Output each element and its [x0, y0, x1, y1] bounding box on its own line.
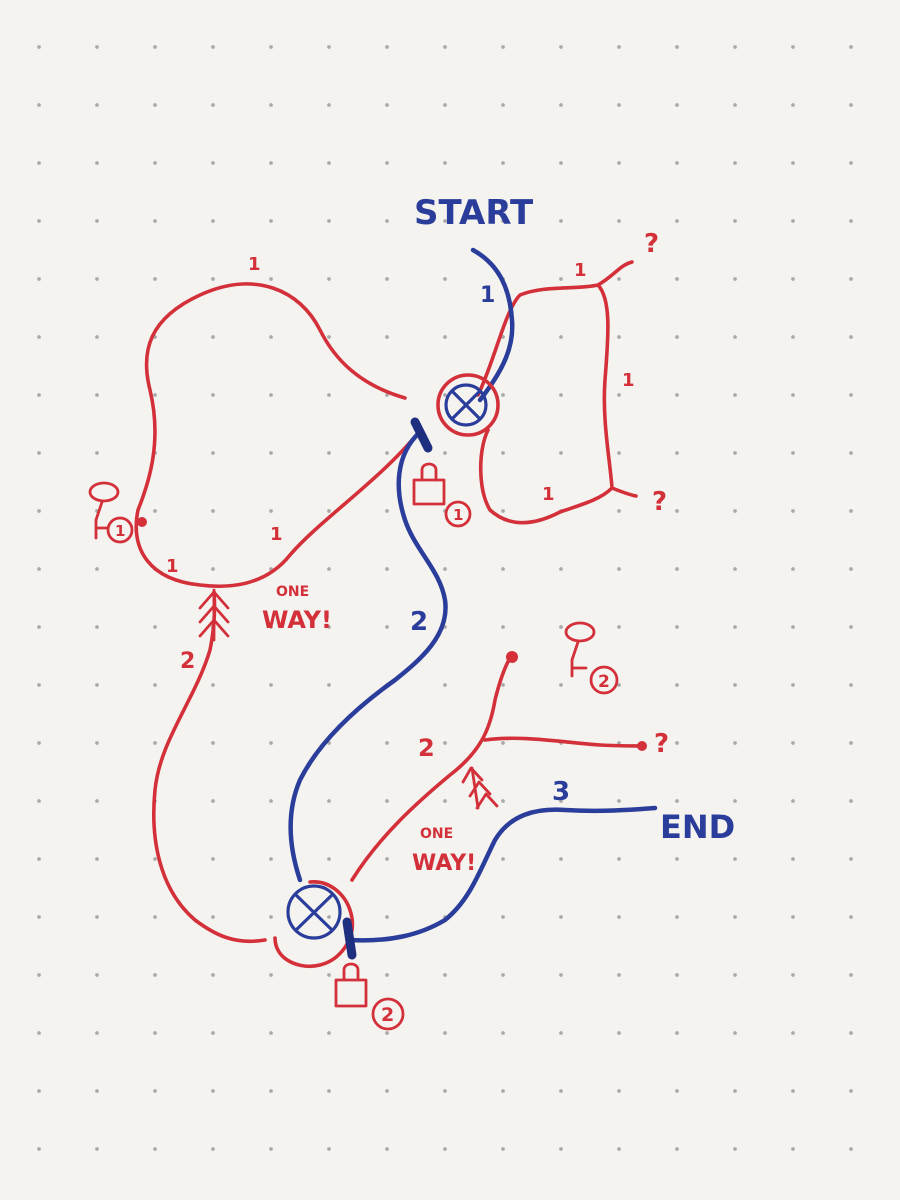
- key-right-number: 2: [598, 672, 610, 692]
- unknown-marker-mid: ?: [652, 487, 667, 517]
- one-way-arrow-left: [198, 588, 230, 642]
- start-label: START: [414, 193, 534, 233]
- unknown-marker-top: ?: [644, 229, 659, 259]
- blue-end-number: 3: [552, 777, 570, 807]
- one-way-arrow-right: [461, 766, 499, 810]
- lock-bottom-icon: [334, 962, 405, 1031]
- red-bottom-node-arc: [273, 880, 355, 968]
- red-left-lower-path: [151, 590, 267, 944]
- red-right-loop: [476, 260, 634, 397]
- unknown-marker-low: ?: [654, 729, 669, 759]
- lock-top-icon: [412, 462, 472, 528]
- blue-main-route-2: [288, 429, 448, 883]
- lock-bottom-number: 2: [381, 1004, 394, 1026]
- blue-main-route-3: [347, 805, 658, 943]
- one-way-right-line2: WAY!: [412, 851, 476, 876]
- blue-middle-number: 2: [410, 607, 428, 637]
- lock-top-number: 1: [453, 506, 463, 524]
- loop-bottom-number: 1: [166, 556, 179, 577]
- top-node: [436, 373, 500, 437]
- blue-start-number: 1: [480, 283, 495, 308]
- red-right-loop-exit: [610, 486, 638, 498]
- branch-number: 2: [418, 734, 435, 762]
- one-way-left-line1: ONE: [276, 584, 309, 600]
- red-left-loop: [134, 282, 420, 589]
- one-way-right-line1: ONE: [420, 826, 453, 842]
- top-gate: [410, 417, 433, 453]
- left-key-dot: [137, 517, 147, 527]
- right-bottom-number: 1: [542, 484, 555, 505]
- key-left-number: 1: [115, 522, 125, 540]
- right-side-number: 1: [622, 370, 635, 391]
- bottom-gate: [342, 917, 357, 960]
- key-right-icon: [564, 621, 619, 695]
- branch-right-dot: [637, 741, 647, 751]
- red-branch-main: [350, 653, 514, 882]
- branch-top-dot: [506, 651, 518, 663]
- loop-right-number: 1: [574, 260, 587, 281]
- end-label: END: [660, 808, 735, 846]
- left-lower-number: 2: [180, 649, 195, 674]
- loop-inner-number: 1: [270, 524, 283, 545]
- red-branch-right: [483, 736, 644, 748]
- blue-main-route-1: [470, 247, 515, 403]
- bottom-node: [286, 884, 342, 940]
- key-left-icon: [88, 481, 134, 544]
- loop-top-number: 1: [248, 254, 261, 275]
- one-way-left-line2: WAY!: [262, 606, 332, 634]
- red-right-loop-side: [478, 283, 614, 525]
